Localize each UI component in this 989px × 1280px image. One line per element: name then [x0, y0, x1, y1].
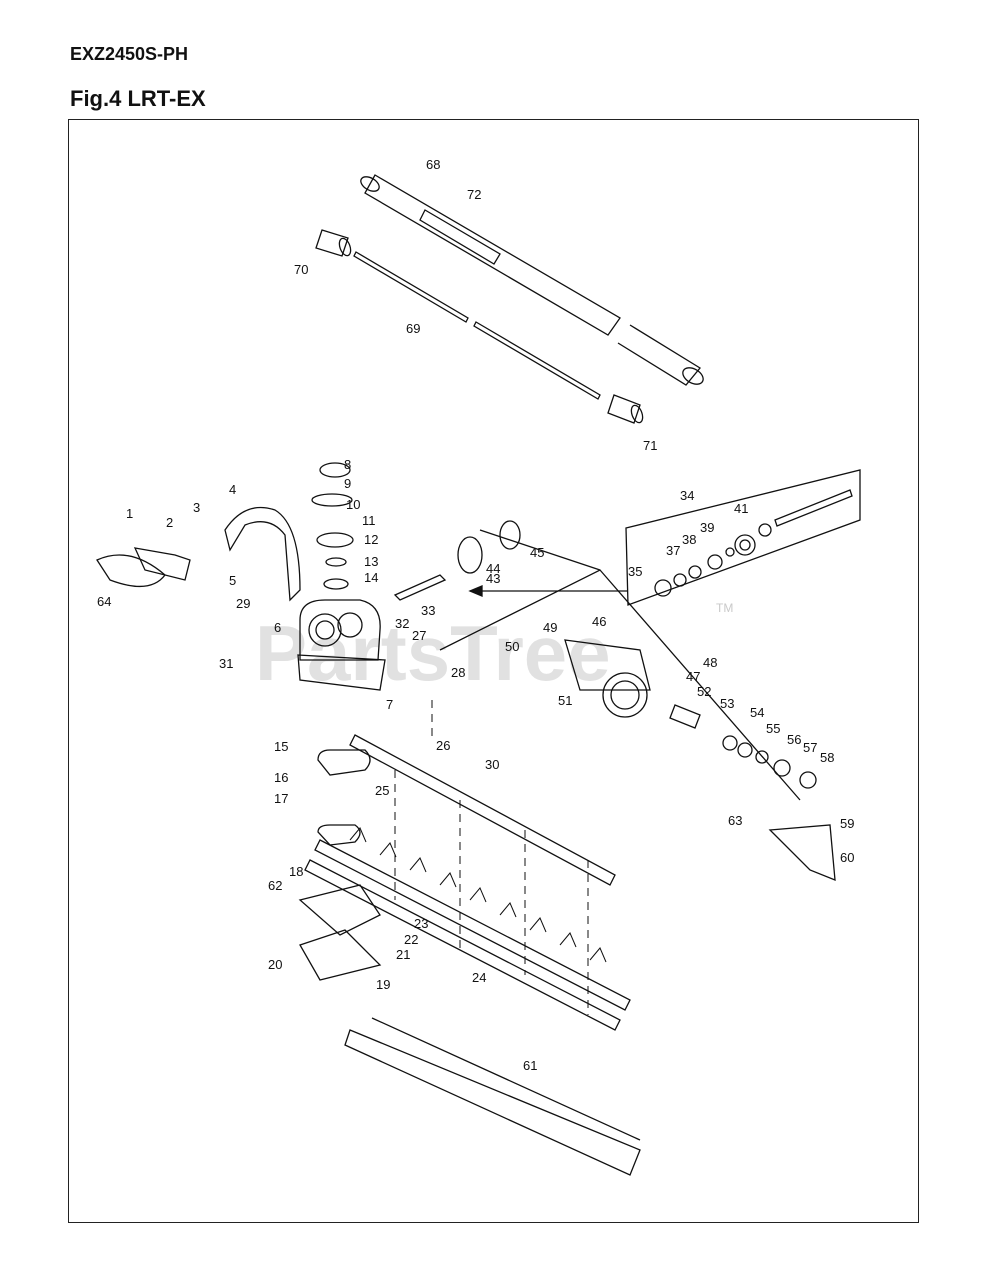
watermark-trademark: TM [716, 601, 733, 615]
callout: 41 [734, 501, 748, 516]
callout: 35 [628, 564, 642, 579]
callout: 8 [344, 457, 351, 472]
callout: 12 [364, 532, 378, 547]
callout: 57 [803, 740, 817, 755]
gasket-lower [317, 824, 361, 846]
callout: 10 [346, 497, 360, 512]
callout: 26 [436, 738, 450, 753]
callout: 25 [375, 783, 389, 798]
bracket [768, 824, 836, 881]
callout: 15 [274, 739, 288, 754]
callout: 7 [386, 697, 393, 712]
callout: 44 [486, 561, 500, 576]
handle-grip [133, 547, 191, 581]
callout: 20 [268, 957, 282, 972]
callout: 49 [543, 620, 557, 635]
callout: 59 [840, 816, 854, 831]
handle-cover [96, 554, 166, 587]
figure-title: Fig.4 LRT-EX [70, 86, 206, 111]
callout: 61 [523, 1058, 537, 1073]
callout: 31 [219, 656, 233, 671]
callout: 3 [193, 500, 200, 515]
drive-shaft [353, 251, 601, 400]
bushing-lower [607, 394, 644, 424]
callout: 24 [472, 970, 486, 985]
callout: 23 [414, 916, 428, 931]
callout: 34 [680, 488, 694, 503]
blade-bar [349, 734, 616, 886]
callout: 22 [404, 932, 418, 947]
callout: 21 [396, 947, 410, 962]
blade-lower [304, 859, 621, 1031]
callout: 33 [421, 603, 435, 618]
callout: 27 [412, 628, 426, 643]
callout: 19 [376, 977, 390, 992]
guard [224, 506, 301, 602]
callout: 51 [558, 693, 572, 708]
callout: 11 [362, 513, 376, 528]
callout: 13 [364, 554, 378, 569]
callout: 64 [97, 594, 111, 609]
bushing-upper [315, 229, 352, 257]
blade-upper [314, 839, 631, 1011]
callout: 56 [787, 732, 801, 747]
callout: 71 [643, 438, 657, 453]
base-plate [299, 929, 382, 981]
callout: 32 [395, 616, 409, 631]
gasket-upper [317, 749, 371, 776]
callout: 46 [592, 614, 606, 629]
blade-cover [344, 1029, 641, 1176]
callout: 70 [294, 262, 308, 277]
callout-labels: 1 2 3 4 5 6 7 8 9 10 11 12 13 14 15 16 1… [97, 157, 854, 1073]
callout: 16 [274, 770, 288, 785]
gear-case [297, 599, 386, 691]
model-number: EXZ2450S-PH [70, 44, 189, 64]
sleeve [669, 704, 701, 729]
shaft-tube [360, 174, 704, 386]
callout: 4 [229, 482, 236, 497]
callout: 63 [728, 813, 742, 828]
diagram-frame [68, 119, 919, 1223]
callout: 48 [703, 655, 717, 670]
gear-assembly-inset [625, 469, 861, 606]
callout: 2 [166, 515, 173, 530]
callout: 45 [530, 545, 544, 560]
callout: 60 [840, 850, 854, 865]
callout: 9 [344, 476, 351, 491]
callout: 17 [274, 791, 288, 806]
callout: 52 [697, 684, 711, 699]
callout: 53 [720, 696, 734, 711]
callout: 39 [700, 520, 714, 535]
callout: 72 [467, 187, 481, 202]
callout: 69 [406, 321, 420, 336]
callout: 28 [451, 665, 465, 680]
callout: 55 [766, 721, 780, 736]
parts-drawing [96, 174, 861, 1176]
angle-housing [564, 639, 651, 718]
callout: 5 [229, 573, 236, 588]
callout: 68 [426, 157, 440, 172]
callout: 1 [126, 506, 133, 521]
callout: 50 [505, 639, 519, 654]
callout: 37 [666, 543, 680, 558]
callout: 14 [364, 570, 378, 585]
callout: 47 [686, 669, 700, 684]
callout: 58 [820, 750, 834, 765]
callout: 30 [485, 757, 499, 772]
cap [319, 462, 351, 478]
cover-plate [298, 884, 381, 936]
callout: 18 [289, 864, 303, 879]
callout: 62 [268, 878, 282, 893]
callout: 38 [682, 532, 696, 547]
callout: 6 [274, 620, 281, 635]
callout: 54 [750, 705, 764, 720]
callout: 29 [236, 596, 250, 611]
callout: 43 [486, 571, 500, 586]
